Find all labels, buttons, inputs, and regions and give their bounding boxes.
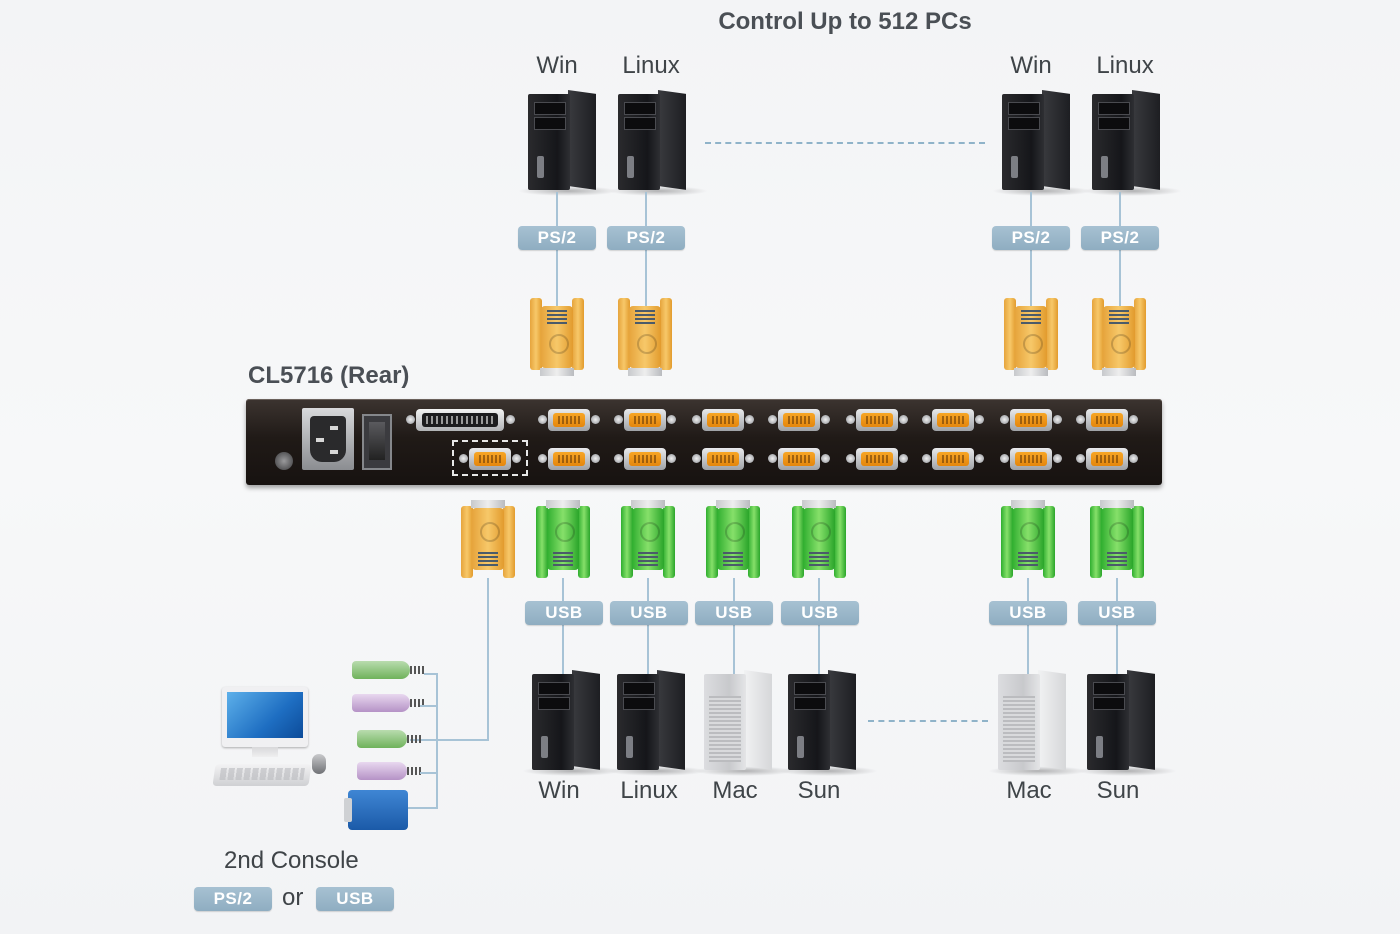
ps2-kvm-cable-connector-icon	[1092, 298, 1146, 376]
os-label-bottom-1: Win	[538, 777, 580, 804]
computer-tower-icon	[607, 670, 707, 776]
console-option-ps2-badge: PS/2	[194, 887, 272, 911]
monitor-stand	[252, 747, 278, 757]
interface-badge-usb: USB	[781, 601, 859, 625]
kvm-port-icon	[846, 409, 908, 431]
console-label: 2nd Console	[224, 847, 359, 874]
kvm-port-icon	[538, 409, 600, 431]
os-label-bottom-5: Mac	[1006, 777, 1052, 804]
console-or-text: or	[282, 884, 304, 911]
more-computers-dashed-line	[705, 142, 985, 144]
ps2-kvm-cable-connector-icon	[618, 298, 672, 376]
kvm-port-icon	[922, 448, 984, 470]
os-label-bottom-4: Sun	[797, 777, 841, 804]
os-label-top-4: Linux	[1096, 52, 1154, 79]
kvm-port-icon	[1000, 409, 1062, 431]
computer-tower-icon	[522, 670, 622, 776]
computer-tower-icon	[518, 90, 618, 196]
os-label-bottom-6: Sun	[1096, 777, 1140, 804]
kvm-port-icon	[692, 409, 754, 431]
daisy-chain-port-icon	[406, 409, 516, 431]
cable	[1116, 578, 1118, 678]
kvm-port-icon	[614, 409, 676, 431]
diagram-title: Control Up to 512 PCs	[718, 8, 972, 35]
console-cable	[487, 578, 489, 741]
console-bus-cable	[424, 673, 438, 675]
console-cable	[410, 739, 489, 741]
console-bus-cable	[436, 673, 438, 809]
ps2-mouse-plug-icon	[357, 730, 421, 748]
computer-tower-icon	[1077, 670, 1177, 776]
device-label: CL5716 (Rear)	[248, 362, 410, 389]
interface-badge-ps2: PS/2	[607, 226, 685, 250]
power-switch-icon	[362, 414, 392, 470]
power-socket-icon	[302, 408, 354, 470]
kvm-port-icon	[538, 448, 600, 470]
cable	[562, 578, 564, 678]
console-bus-cable	[408, 807, 438, 809]
ps2-kvm-cable-connector-icon	[1004, 298, 1058, 376]
mouse-icon	[312, 754, 326, 774]
computer-tower-icon	[992, 90, 1092, 196]
interface-badge-ps2: PS/2	[1081, 226, 1159, 250]
usb-kvm-cable-connector-icon	[706, 500, 760, 578]
interface-badge-usb: USB	[610, 601, 688, 625]
os-label-top-2: Linux	[622, 52, 680, 79]
interface-badge-ps2: PS/2	[518, 226, 596, 250]
console-port-highlight	[452, 440, 528, 476]
mac-pro-tower-icon	[694, 670, 794, 776]
console-port-icon	[459, 448, 521, 470]
usb-mouse-plug-icon	[352, 694, 424, 712]
more-computers-dashed-line	[868, 720, 988, 722]
mac-pro-tower-icon	[988, 670, 1088, 776]
vga-monitor-plug-icon	[344, 790, 408, 830]
kvm-port-icon	[922, 409, 984, 431]
usb-kvm-cable-connector-icon	[1001, 500, 1055, 578]
ps2-keyboard-plug-icon	[357, 762, 421, 780]
usb-kvm-cable-connector-icon	[621, 500, 675, 578]
cable	[818, 578, 820, 678]
kvm-port-icon	[768, 409, 830, 431]
console-bus-cable	[420, 772, 438, 774]
kvm-port-icon	[692, 448, 754, 470]
computer-tower-icon	[608, 90, 708, 196]
os-label-bottom-3: Mac	[712, 777, 758, 804]
usb-kvm-cable-connector-icon	[536, 500, 590, 578]
ps2-kvm-cable-connector-icon	[530, 298, 584, 376]
kvm-port-icon	[1000, 448, 1062, 470]
console-cable-connector-icon	[461, 500, 515, 578]
console-bus-cable	[420, 705, 438, 707]
cable	[733, 578, 735, 678]
interface-badge-usb: USB	[525, 601, 603, 625]
ground-terminal-icon	[275, 452, 293, 470]
interface-badge-usb: USB	[1078, 601, 1156, 625]
os-label-bottom-2: Linux	[620, 777, 678, 804]
usb-kvm-cable-connector-icon	[792, 500, 846, 578]
os-label-top-3: Win	[1010, 52, 1052, 79]
computer-tower-icon	[778, 670, 878, 776]
kvm-port-icon	[846, 448, 908, 470]
cable	[1027, 578, 1029, 678]
usb-kvm-cable-connector-icon	[1090, 500, 1144, 578]
keyboard-icon	[212, 764, 312, 786]
kvm-port-icon	[1076, 448, 1138, 470]
os-label-top-1: Win	[536, 52, 578, 79]
interface-badge-ps2: PS/2	[992, 226, 1070, 250]
interface-badge-usb: USB	[989, 601, 1067, 625]
kvm-port-icon	[614, 448, 676, 470]
monitor-icon	[222, 687, 308, 747]
interface-badge-usb: USB	[695, 601, 773, 625]
kvm-port-icon	[1076, 409, 1138, 431]
cable	[647, 578, 649, 678]
kvm-port-icon	[768, 448, 830, 470]
usb-keyboard-plug-icon	[352, 661, 424, 679]
computer-tower-icon	[1082, 90, 1182, 196]
console-option-usb-badge: USB	[316, 887, 394, 911]
